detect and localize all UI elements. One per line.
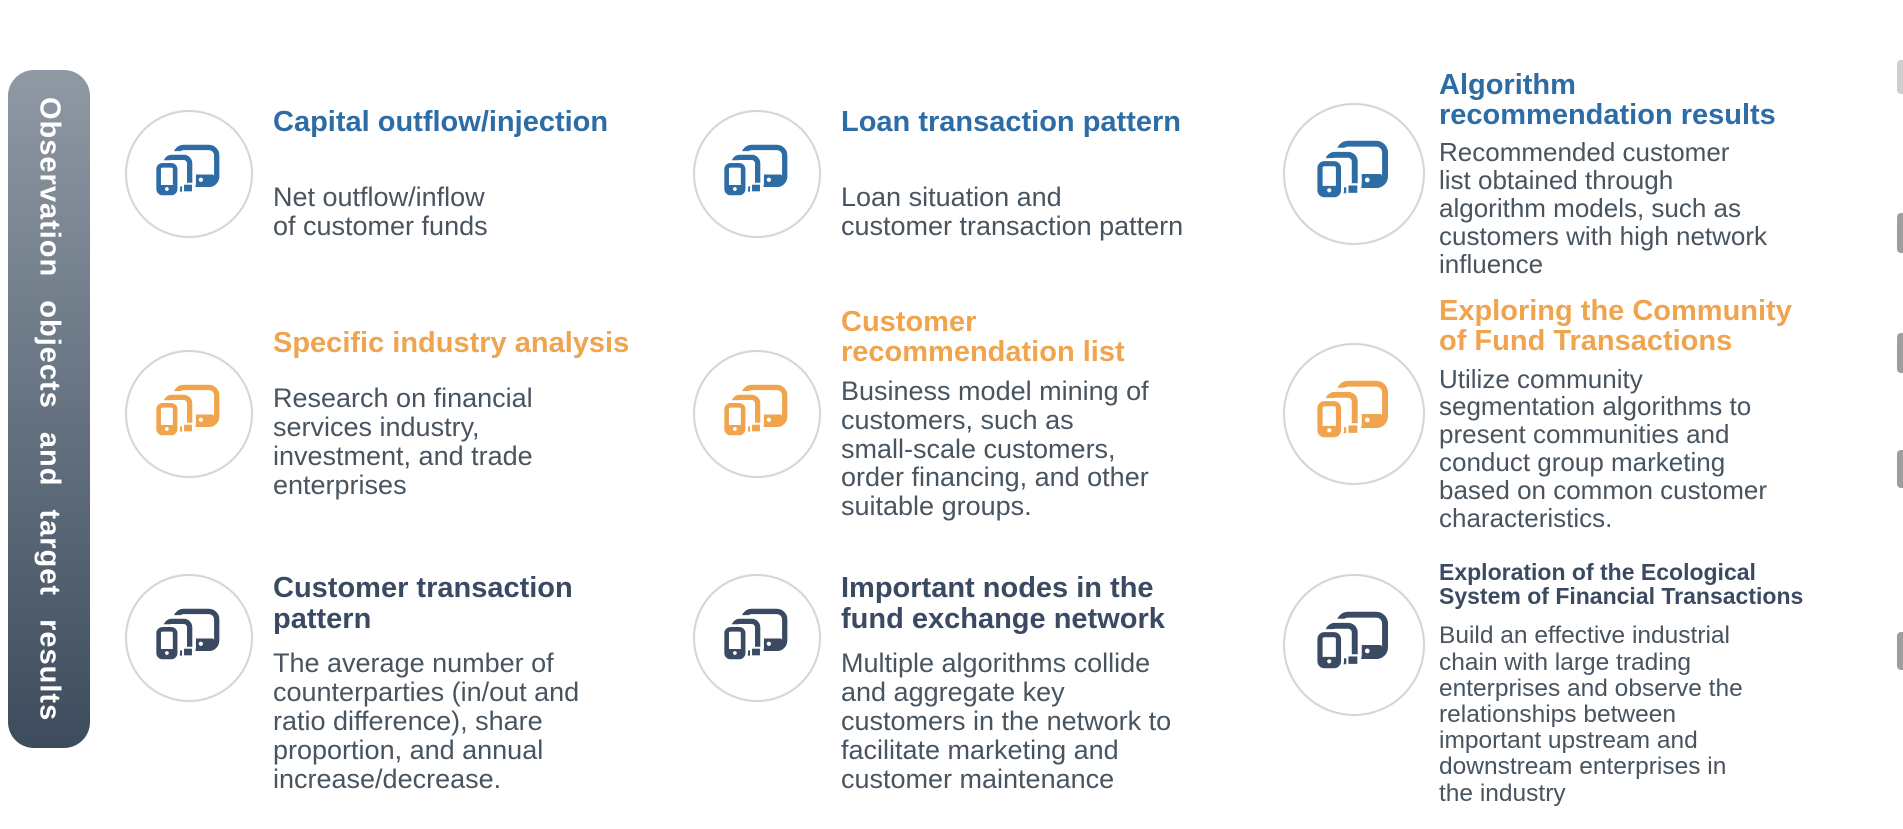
feature-text: Specific industry analysis Research on f… <box>273 328 629 500</box>
feature-text: Algorithm recommendation results Recomme… <box>1439 68 1776 279</box>
devices-icon <box>156 384 222 445</box>
section-banner: Observation objects and target results <box>8 70 90 748</box>
feature-description: Research on financial services industry,… <box>273 383 533 501</box>
cutoff-shape <box>1897 632 1903 670</box>
feature-title: Algorithm recommendation results <box>1439 68 1776 131</box>
feature-title: Capital outflow/injection <box>273 105 609 138</box>
devices-icon <box>1317 380 1391 448</box>
feature-card-fund-community: Exploring the Community of Fund Transact… <box>1283 290 1903 538</box>
feature-title: Customer recommendation list <box>841 305 1125 369</box>
section-banner-label: Observation objects and target results <box>33 96 66 722</box>
feature-description: Multiple algorithms collide and aggregat… <box>841 648 1172 794</box>
feature-text: Exploration of the Ecological System of … <box>1439 560 1803 807</box>
feature-card-important-nodes: Important nodes in the fund exchange net… <box>693 538 1283 829</box>
feature-description: Build an effective industrial chain with… <box>1439 622 1743 807</box>
feature-title: Customer transaction pattern <box>273 572 573 635</box>
feature-title: Loan transaction pattern <box>841 105 1181 138</box>
devices-icon <box>156 144 222 205</box>
feature-title: Exploration of the Ecological System of … <box>1439 559 1804 610</box>
feature-card-algorithm-results: Algorithm recommendation results Recomme… <box>1283 58 1903 290</box>
devices-icon <box>724 608 790 669</box>
devices-icon <box>724 384 790 445</box>
feature-text: Customer transaction pattern The average… <box>273 573 579 793</box>
feature-description: The average number of counterparties (in… <box>273 648 580 794</box>
feature-icon-circle <box>693 574 821 702</box>
devices-icon <box>156 608 222 669</box>
feature-text: Loan transaction pattern Loan situation … <box>841 105 1184 242</box>
devices-icon <box>724 144 790 205</box>
feature-description: Business model mining of customers, such… <box>841 375 1149 522</box>
feature-description: Recommended customer list obtained throu… <box>1439 137 1768 279</box>
feature-card-industry-analysis: Specific industry analysis Research on f… <box>125 290 693 538</box>
feature-card-loan-pattern: Loan transaction pattern Loan situation … <box>693 58 1283 290</box>
cutoff-shape <box>1897 333 1903 373</box>
feature-description: Loan situation and customer transaction … <box>841 182 1184 242</box>
feature-card-capital-outflow: Capital outflow/injection Net outflow/in… <box>125 58 693 290</box>
feature-icon-circle <box>693 350 821 478</box>
feature-description: Net outflow/inflow of customer funds <box>273 182 488 242</box>
cutoff-shape <box>1897 450 1903 488</box>
devices-icon <box>1317 611 1391 679</box>
feature-card-customer-recommendation: Customer recommendation list Business mo… <box>693 290 1283 538</box>
feature-description: Utilize community segmentation algorithm… <box>1439 363 1768 533</box>
feature-card-customer-transaction: Customer transaction pattern The average… <box>125 538 693 829</box>
feature-text: Exploring the Community of Fund Transact… <box>1439 294 1792 533</box>
feature-title: Exploring the Community of Fund Transact… <box>1439 294 1792 358</box>
feature-card-ecological-system: Exploration of the Ecological System of … <box>1283 538 1903 829</box>
cutoff-shape <box>1897 213 1903 253</box>
feature-icon-circle <box>1283 343 1425 485</box>
feature-text: Customer recommendation list Business mo… <box>841 307 1149 521</box>
feature-text: Important nodes in the fund exchange net… <box>841 573 1171 793</box>
feature-icon-circle <box>693 110 821 238</box>
devices-icon <box>1317 140 1391 208</box>
feature-icon-circle <box>125 350 253 478</box>
feature-title: Important nodes in the fund exchange net… <box>841 572 1165 635</box>
feature-grid: Capital outflow/injection Net outflow/in… <box>125 58 1903 829</box>
feature-icon-circle <box>1283 574 1425 716</box>
feature-icon-circle <box>125 110 253 238</box>
feature-icon-circle <box>1283 103 1425 245</box>
cutoff-shape <box>1897 60 1903 94</box>
feature-icon-circle <box>125 574 253 702</box>
feature-title: Specific industry analysis <box>273 327 630 360</box>
feature-text: Capital outflow/injection Net outflow/in… <box>273 105 609 242</box>
